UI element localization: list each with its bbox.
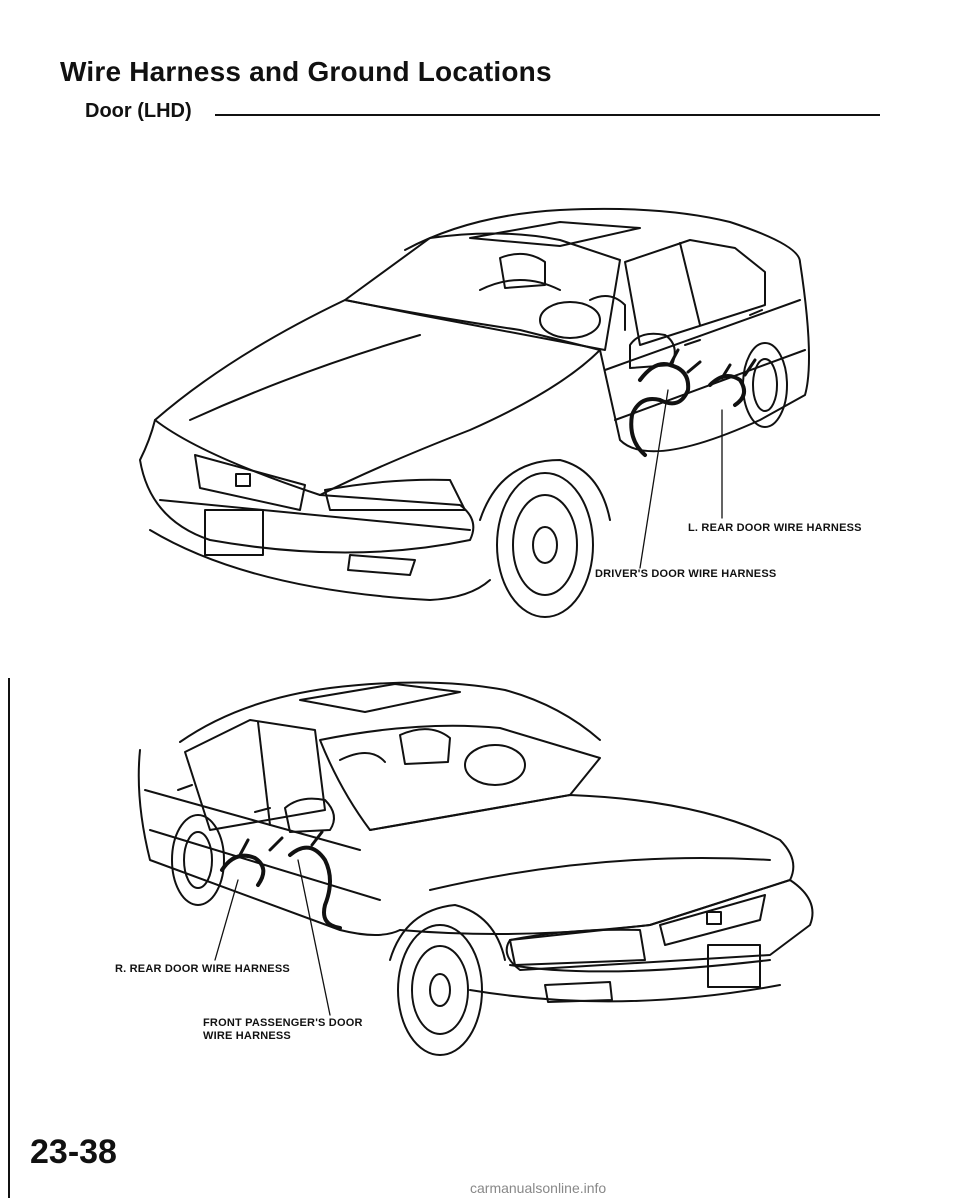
top-car [139,207,810,618]
section-subtitle: Door (LHD) [85,100,192,122]
page-number: 23-38 [30,1133,117,1171]
label-l-rear-door-wire-harness: L. REAR DOOR WIRE HARNESS [688,522,862,534]
label-front-line-2: WIRE HARNESS [203,1030,291,1042]
page-title: Wire Harness and Ground Locations [60,56,552,87]
bottom-car [137,681,814,1056]
label-front-passengers-door-wire-harness: FRONT PASSENGER'S DOOR WIRE HARNESS [203,1017,363,1043]
label-front-line-1: FRONT PASSENGER'S DOOR [203,1017,363,1029]
watermark: carmanualsonline.info [470,1180,607,1196]
label-drivers-door-wire-harness: DRIVER'S DOOR WIRE HARNESS [595,568,777,580]
margin-rule [8,678,10,1198]
label-r-rear-door-wire-harness: R. REAR DOOR WIRE HARNESS [115,963,290,975]
subtitle-rule [215,114,880,116]
